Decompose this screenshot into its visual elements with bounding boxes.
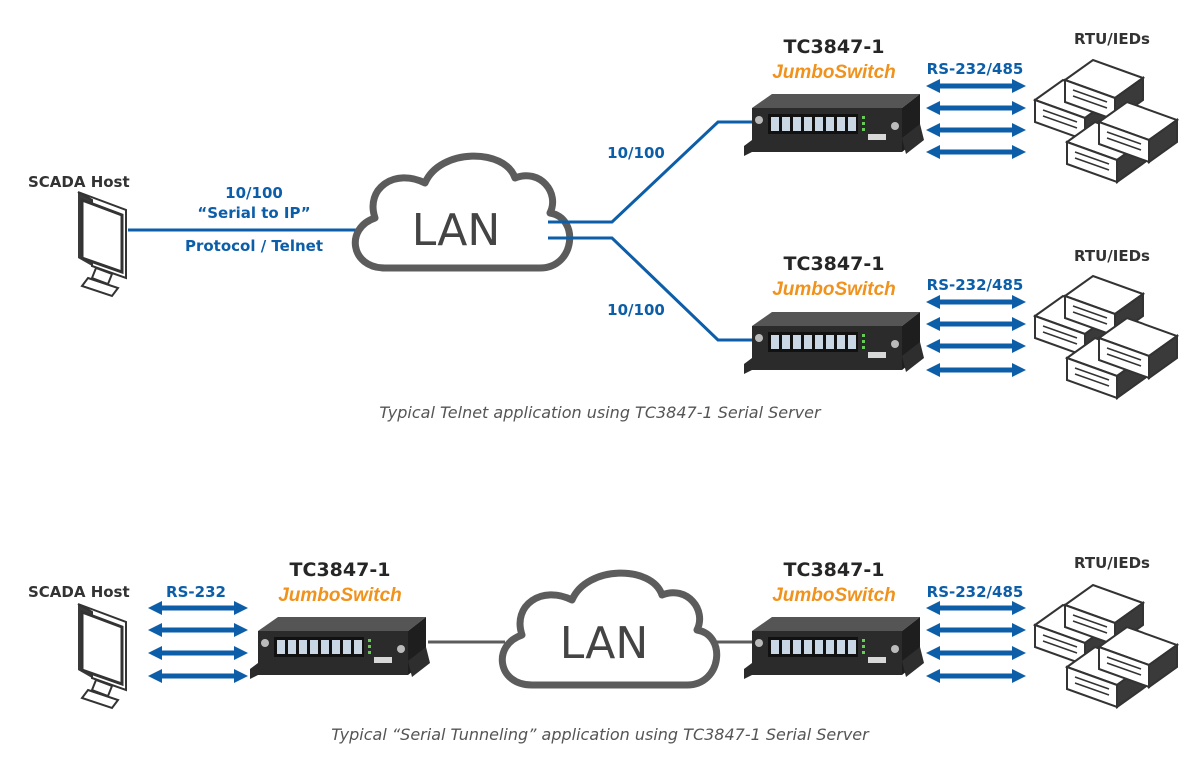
top-diagram: SCADA Host 10/100 “Serial to IP” Protoco… (28, 30, 1177, 422)
top-host-label: SCADA Host (28, 173, 130, 191)
bottom-host-serial-label: RS-232 (166, 583, 226, 601)
bottom-host-monitor-icon (76, 602, 128, 710)
top-upper-rtu-icon (1035, 60, 1177, 182)
top-lower-devices-label: RTU/IEDs (1074, 247, 1150, 265)
top-upper-server-brand: JumboSwitch (772, 62, 896, 83)
top-host-monitor-icon (76, 190, 128, 298)
top-link-protocol: Protocol / Telnet (185, 237, 323, 255)
bottom-left-server-model: TC3847-1 (290, 559, 391, 581)
top-upper-server-model: TC3847-1 (784, 36, 885, 58)
top-caption: Typical Telnet application using TC3847-… (379, 403, 822, 422)
top-upper-serial-label: RS-232/485 (927, 60, 1024, 78)
top-lower-link-speed: 10/100 (607, 301, 665, 319)
bottom-host-serial-arrows (148, 601, 248, 683)
bottom-right-serial-label: RS-232/485 (927, 583, 1024, 601)
top-lower-server-brand: JumboSwitch (772, 279, 896, 300)
top-lower-serial-label: RS-232/485 (927, 276, 1024, 294)
bottom-lan-label: LAN (560, 618, 649, 669)
top-lower-serial-arrows (926, 295, 1026, 377)
top-link-mode: “Serial to IP” (197, 204, 310, 222)
bottom-right-serial-arrows (926, 601, 1026, 683)
top-upper-devices-label: RTU/IEDs (1074, 30, 1150, 48)
bottom-left-server-brand: JumboSwitch (278, 585, 402, 606)
top-lower-link (548, 236, 754, 342)
bottom-caption: Typical “Serial Tunneling” application u… (331, 725, 870, 744)
top-link-speed: 10/100 (225, 184, 283, 202)
top-lower-rtu-icon (1035, 276, 1177, 398)
top-upper-serial-arrows (926, 79, 1026, 159)
top-lower-server-device (744, 312, 924, 374)
bottom-right-devices-label: RTU/IEDs (1074, 554, 1150, 572)
bottom-right-server-brand: JumboSwitch (772, 585, 896, 606)
top-upper-link-speed: 10/100 (607, 144, 665, 162)
bottom-diagram: SCADA Host RS-232 TC3847-1 JumboSwitch L… (28, 554, 1177, 744)
top-lan-label: LAN (412, 205, 501, 256)
top-upper-link (548, 120, 754, 224)
bottom-host-label: SCADA Host (28, 583, 130, 601)
bottom-right-server-device (744, 617, 924, 679)
top-lower-server-model: TC3847-1 (784, 253, 885, 275)
bottom-right-rtu-icon (1035, 585, 1177, 707)
top-upper-server-device (744, 94, 924, 156)
bottom-left-server-device (250, 617, 430, 679)
bottom-right-server-model: TC3847-1 (784, 559, 885, 581)
